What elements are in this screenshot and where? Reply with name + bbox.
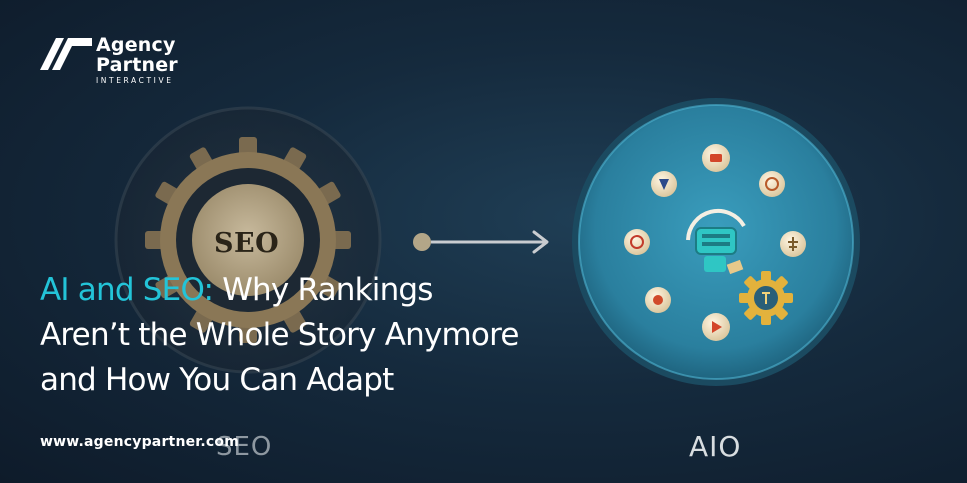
video-icon [702, 144, 730, 172]
refresh-icon [624, 229, 650, 255]
brand-name-line1: Agency [96, 34, 176, 56]
play-icon [702, 313, 730, 341]
title-line3: and How You Can Adapt [40, 362, 394, 398]
gear-label: SEO [214, 228, 280, 259]
title-accent: AI and SEO: [40, 272, 214, 308]
seo-caption: SEO [216, 432, 273, 462]
ai-device-icon [686, 208, 746, 275]
brand-logo: Agency Partner INTERACTIVE [96, 36, 178, 85]
orbit-badges [624, 144, 806, 341]
settings-gear-icon [739, 271, 793, 325]
seo-gear-icon [145, 137, 351, 343]
page-title: AI and SEO: Why Rankings Aren’t the Whol… [40, 268, 600, 403]
clock-icon [759, 171, 785, 197]
title-line2: Aren’t the Whole Story Anymore [40, 317, 519, 353]
brand-tagline: INTERACTIVE [96, 76, 174, 85]
leaf-icon [780, 231, 806, 257]
logo-mark-icon [40, 38, 92, 70]
arrow-icon [413, 230, 549, 254]
website-url: www.agencypartner.com [40, 434, 240, 450]
aio-caption: AIO [689, 430, 742, 463]
brand-name-line2: Partner [96, 54, 178, 76]
title-line1: Why Rankings [213, 272, 433, 308]
at-icon [645, 287, 671, 313]
shield-icon [651, 171, 677, 197]
brand-wordmark: Agency Partner INTERACTIVE [96, 36, 178, 85]
